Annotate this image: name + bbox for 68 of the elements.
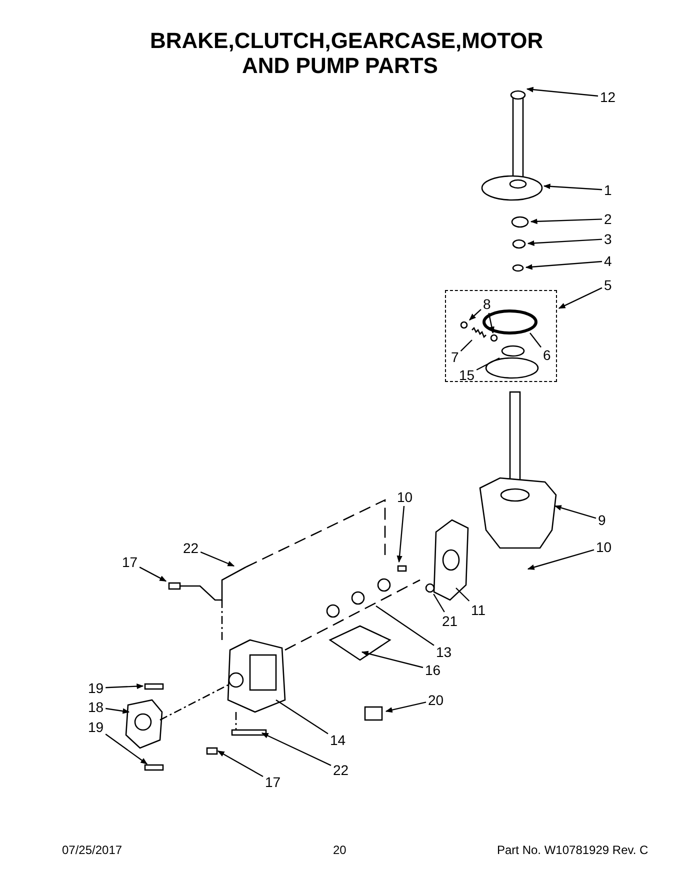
nut-drawing [425, 583, 435, 593]
leader-line [488, 312, 494, 334]
leader-line [361, 650, 424, 668]
screw-drawing [490, 334, 498, 342]
washer-drawing [511, 216, 529, 228]
leader-line [558, 287, 602, 309]
callout-number: 4 [604, 253, 612, 269]
callout-number: 2 [604, 211, 612, 227]
callout-number: 17 [122, 554, 138, 570]
callout-number: 22 [333, 762, 349, 778]
leader-line [543, 184, 602, 190]
screw-drawing [460, 321, 468, 329]
callout-number: 15 [459, 367, 475, 383]
leader-line [456, 588, 470, 602]
leader-line [105, 734, 148, 764]
ring-drawing [512, 239, 526, 249]
leader-line [106, 708, 130, 714]
leader-line [530, 332, 542, 348]
leader-line [396, 506, 405, 563]
leader-line [106, 683, 144, 690]
callout-number: 16 [425, 662, 441, 678]
callout-number: 20 [428, 692, 444, 708]
leader-line [217, 750, 264, 778]
callout-number: 18 [88, 699, 104, 715]
leader-line [261, 732, 332, 766]
hub-drawing [501, 345, 525, 357]
callout-number: 21 [442, 613, 458, 629]
screw-drawing [168, 581, 182, 591]
leader-line [527, 549, 594, 570]
callout-number: 22 [183, 540, 199, 556]
leader-line [526, 86, 598, 97]
leader-line [554, 505, 596, 519]
leader-line [376, 606, 434, 646]
leader-line [527, 238, 602, 246]
block-drawing [364, 706, 384, 722]
leader-line [525, 260, 602, 270]
callout-number: 19 [88, 680, 104, 696]
page-number: 20 [333, 842, 346, 858]
leader-line [385, 702, 426, 713]
dashed-group-box [445, 290, 557, 382]
callout-number: 7 [451, 349, 459, 365]
callout-number: 17 [265, 774, 281, 790]
leader-line [468, 308, 482, 320]
callout-number: 12 [600, 89, 616, 105]
callout-number: 3 [604, 231, 612, 247]
callout-number: 10 [397, 489, 413, 505]
leader-line [200, 552, 235, 567]
diagram-title: BRAKE,CLUTCH,GEARCASE,MOTOR AND PUMP PARTS [149, 28, 544, 78]
callout-number: 11 [471, 602, 486, 618]
callout-number: 8 [483, 296, 491, 312]
date-text: 07/25/2017 [62, 842, 122, 858]
part-number-text: Part No. W10781929 Rev. C [497, 842, 648, 858]
leader-line [276, 700, 328, 734]
callout-number: 9 [598, 512, 606, 528]
leader-line [460, 340, 472, 352]
leader-line [433, 594, 445, 612]
leader-line [139, 566, 167, 582]
callout-number: 5 [604, 277, 612, 293]
leader-line [530, 218, 602, 224]
callout-number: 13 [436, 644, 452, 660]
callout-number: 1 [604, 182, 612, 198]
callout-number: 19 [88, 719, 104, 735]
callout-number: 10 [596, 539, 612, 555]
ring-drawing [512, 264, 524, 272]
callout-number: 6 [543, 347, 551, 363]
callout-number: 14 [330, 732, 346, 748]
spring-drawing [471, 327, 487, 339]
leader-line [476, 357, 500, 370]
